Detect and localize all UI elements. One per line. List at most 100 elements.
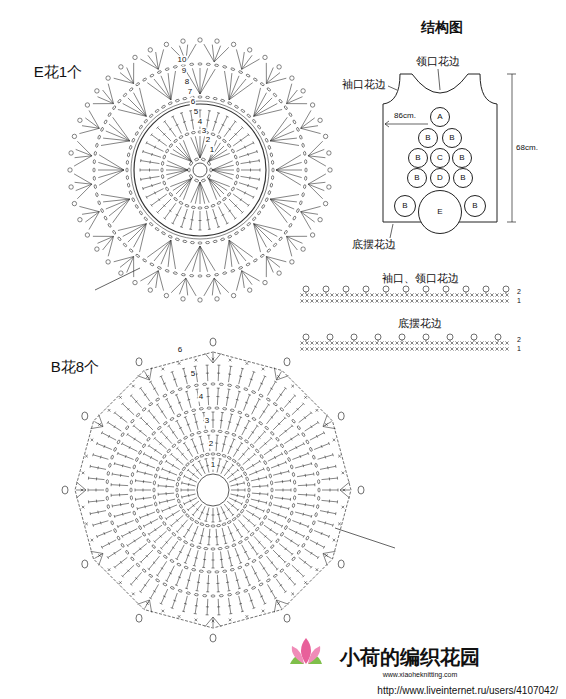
- stitch-symbol: [322, 500, 338, 502]
- stitch-top: [208, 229, 211, 231]
- stitch-symbol: [289, 444, 304, 452]
- chain-stitch: [198, 275, 202, 277]
- stitch-symbol: [206, 508, 209, 522]
- chain-stitch: [111, 455, 114, 459]
- stitch-top: [221, 567, 224, 568]
- text-label: 68cm.: [515, 144, 539, 153]
- chain-stitch: [265, 138, 269, 143]
- stitch-tick: [127, 408, 129, 410]
- stitch-symbol: [259, 561, 268, 575]
- stitch-symbol: [181, 490, 195, 491]
- stitch-symbol: [177, 545, 184, 559]
- stitch-symbol: [310, 433, 324, 440]
- stitch-top: [234, 218, 236, 220]
- stitch-tick: [216, 583, 219, 584]
- stitch-symbol: [155, 531, 167, 542]
- picot: [210, 338, 216, 346]
- fan-stitch: [176, 179, 192, 195]
- stitch-top: [170, 453, 172, 455]
- stitch-symbol: [276, 388, 285, 401]
- single-crochet: [355, 299, 358, 302]
- fan-stitch: [323, 427, 336, 429]
- stitch-tick: [329, 500, 330, 503]
- single-crochet: [375, 293, 378, 296]
- stitch-symbol: [228, 550, 232, 566]
- stitch-tick: [263, 568, 266, 570]
- stitch-top: [92, 524, 94, 527]
- chain-stitch: [184, 566, 188, 569]
- single-crochet: [450, 347, 453, 350]
- stitch-symbol: [188, 470, 199, 479]
- stitch-symbol: [239, 596, 243, 612]
- stitch-tick: [302, 513, 304, 516]
- chain-stitch: [186, 592, 190, 595]
- stitch-symbol: [268, 454, 282, 461]
- stitch-top: [294, 395, 296, 397]
- chain-stitch: [230, 568, 234, 571]
- stitch-top: [176, 447, 178, 449]
- chain-stitch: [214, 64, 218, 67]
- leader-line: [390, 224, 393, 238]
- picot-stem: [450, 340, 451, 342]
- stitch-symbol: [242, 545, 249, 559]
- stitch-top: [168, 425, 170, 427]
- stitch-symbol: [235, 548, 241, 563]
- chain-stitch: [169, 192, 173, 196]
- stitch-tick: [201, 467, 204, 468]
- stitch-top: [266, 501, 268, 504]
- stitch-symbol: [102, 433, 116, 440]
- chain-stitch: [210, 168, 212, 172]
- single-crochet: [85, 523, 88, 526]
- single-crochet: [445, 299, 448, 302]
- stitch-tick: [125, 522, 126, 525]
- single-crochet: [425, 299, 428, 302]
- stitch-tick: [296, 446, 297, 449]
- stitch-top: [185, 391, 188, 393]
- chain-stitch: [292, 472, 295, 476]
- chain-stitch: [222, 272, 226, 275]
- stitch-top: [284, 387, 286, 389]
- stitch-tick: [187, 449, 190, 451]
- fan-stitch: [98, 236, 114, 243]
- stitch-tick: [129, 531, 130, 534]
- stitch-symbol: [279, 544, 292, 555]
- chain-stitch: [198, 242, 202, 244]
- stitch-symbol: [207, 365, 209, 381]
- single-crochet: [315, 341, 318, 344]
- fan-stitch: [101, 195, 130, 200]
- chain-stitch: [316, 504, 319, 508]
- fan-stitch: [301, 206, 321, 211]
- stitch-tick: [237, 494, 239, 497]
- stitch-top: [264, 603, 267, 604]
- callout-number: 8: [184, 78, 190, 87]
- single-crochet: [212, 358, 215, 361]
- chain-stitch: [112, 105, 116, 110]
- picot: [310, 233, 314, 237]
- fan-stitch: [99, 554, 103, 566]
- chain-stitch: [225, 431, 229, 434]
- fan-stitch: [173, 150, 192, 162]
- chain-stitch: [146, 437, 150, 442]
- single-crochet: [325, 423, 328, 426]
- stitch-tick: [252, 432, 255, 434]
- picot: [133, 280, 137, 284]
- chain-stitch: [191, 131, 195, 134]
- stitch-top: [254, 453, 256, 455]
- single-crochet: [315, 293, 318, 296]
- lotus-petal: [292, 646, 304, 664]
- stitch-top: [219, 458, 222, 460]
- fan-stitch: [176, 146, 192, 162]
- stitch-tick: [244, 427, 247, 428]
- text-label: 袖口花边: [342, 78, 386, 90]
- fan-stitch: [186, 278, 188, 295]
- stitch-tick: [321, 532, 322, 535]
- stitch-tick: [143, 497, 144, 500]
- fan-stitch: [308, 184, 323, 199]
- stitch-top: [151, 204, 153, 206]
- stitch-tick: [193, 473, 195, 475]
- fan-stitch: [276, 170, 301, 185]
- chain-stitch: [108, 463, 111, 467]
- stitch-tick: [196, 509, 198, 511]
- stitch-symbol: [152, 135, 167, 146]
- stitch-tick: [283, 489, 284, 492]
